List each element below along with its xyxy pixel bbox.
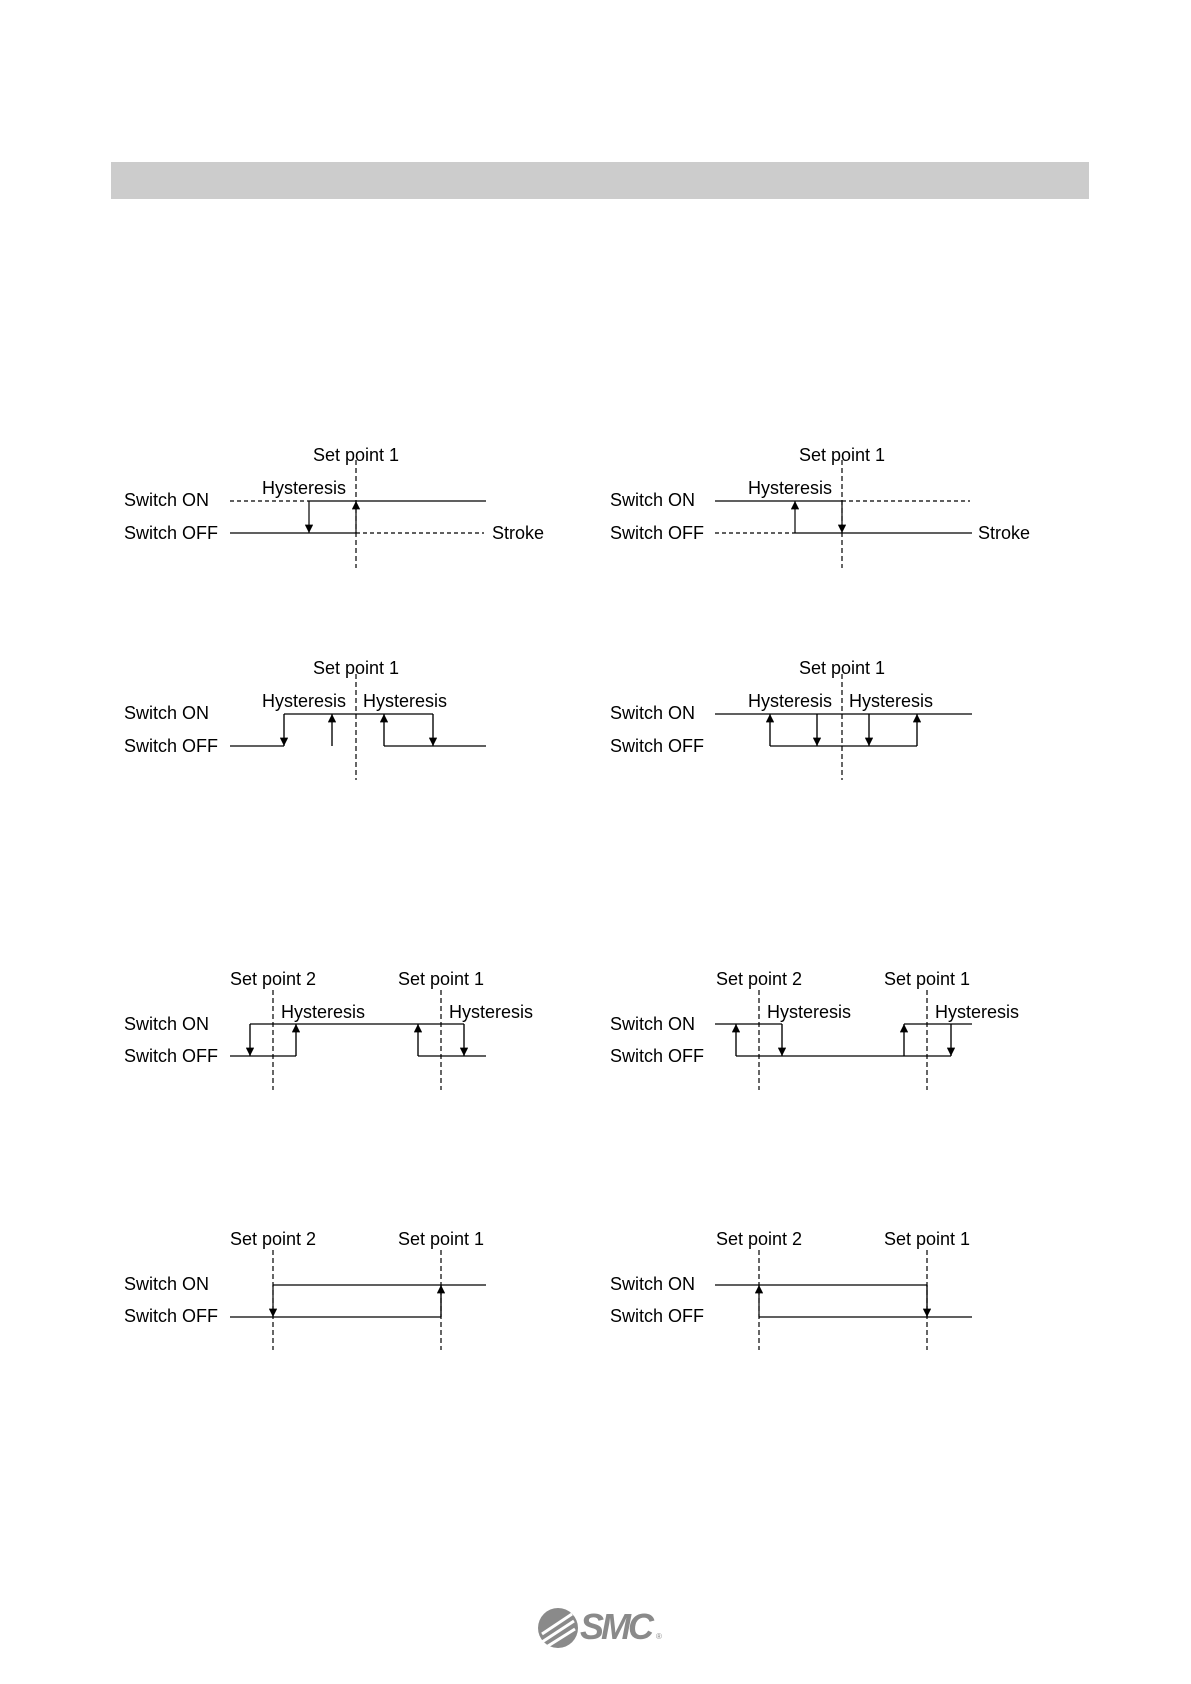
switch-on-label: Switch ON [124,703,209,723]
hysteresis-label: Hysteresis [262,478,346,498]
hysteresis-label: Hysteresis [262,691,346,711]
switch-on-label: Switch ON [610,1274,695,1294]
set-point-1-label: Set point 1 [398,1229,484,1249]
switch-on-label: Switch ON [124,1274,209,1294]
switch-off-label: Switch OFF [610,736,704,756]
switch-on-label: Switch ON [610,703,695,723]
diagram-two-setpoints-reversed [715,1250,972,1350]
switch-on-label: Switch ON [124,490,209,510]
stroke-label: Stroke [978,523,1030,543]
diagram-window-normal [230,674,486,780]
section-header-bar [111,162,1089,199]
set-point-2-label: Set point 2 [230,969,316,989]
diagram-two-setpoints-hysteresis-reversed [715,990,972,1090]
smc-logo-text: SMC [580,1606,654,1647]
switch-off-label: Switch OFF [124,1046,218,1066]
hysteresis-label: Hysteresis [363,691,447,711]
diagram-two-setpoints-hysteresis-normal [230,990,486,1090]
hysteresis-label: Hysteresis [281,1002,365,1022]
hysteresis-label: Hysteresis [748,478,832,498]
switch-on-label: Switch ON [124,1014,209,1034]
hysteresis-label: Hysteresis [748,691,832,711]
diagram-hysteresis-reversed [715,460,972,568]
switch-off-label: Switch OFF [124,1306,218,1326]
switch-off-label: Switch OFF [610,1046,704,1066]
stroke-label: Stroke [492,523,544,543]
set-point-1-label: Set point 1 [799,658,885,678]
switch-off-label: Switch OFF [610,523,704,543]
switch-on-label: Switch ON [610,490,695,510]
diagram-hysteresis-normal [230,460,486,568]
hysteresis-label: Hysteresis [449,1002,533,1022]
switch-off-label: Switch OFF [124,736,218,756]
diagram-window-reversed [715,674,972,780]
smc-logo: SMC ® [536,1604,666,1652]
hysteresis-label: Hysteresis [849,691,933,711]
hysteresis-label: Hysteresis [935,1002,1019,1022]
hysteresis-label: Hysteresis [767,1002,851,1022]
set-point-2-label: Set point 2 [716,969,802,989]
switch-off-label: Switch OFF [610,1306,704,1326]
set-point-1-label: Set point 1 [313,658,399,678]
set-point-1-label: Set point 1 [799,445,885,465]
set-point-2-label: Set point 2 [230,1229,316,1249]
registered-mark: ® [656,1632,662,1641]
set-point-2-label: Set point 2 [716,1229,802,1249]
switch-off-label: Switch OFF [124,523,218,543]
set-point-1-label: Set point 1 [884,1229,970,1249]
switch-on-label: Switch ON [610,1014,695,1034]
set-point-1-label: Set point 1 [398,969,484,989]
set-point-1-label: Set point 1 [313,445,399,465]
smc-logo-emblem-icon [538,1608,578,1648]
set-point-1-label: Set point 1 [884,969,970,989]
diagram-two-setpoints-normal [230,1250,486,1350]
